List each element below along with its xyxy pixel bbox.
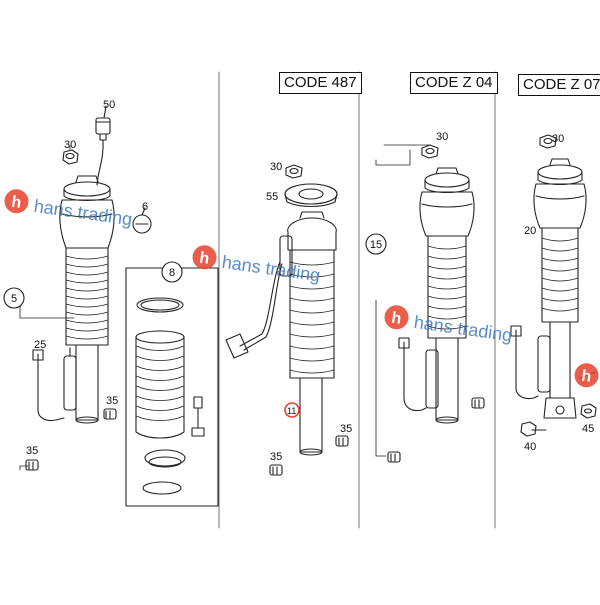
- callout-35-left-b: 35: [26, 445, 38, 457]
- sensor-connector-50: [95, 105, 111, 186]
- plug-35-code487-a: [335, 435, 349, 447]
- code-label-z04: CODE Z 04: [410, 72, 498, 94]
- plug-35-z04-b: [387, 451, 401, 463]
- strut-assembly-code-z07: [510, 134, 597, 437]
- callout-5: 5: [11, 293, 17, 305]
- callout-20: 20: [524, 225, 536, 237]
- sleeve-ribs-left: [65, 255, 109, 340]
- callout-30-z07: 30: [552, 133, 564, 145]
- callout-35-code487-a: 35: [340, 423, 352, 435]
- callout-35-code487-b: 35: [270, 451, 282, 463]
- callout-8: 8: [169, 267, 175, 279]
- callout-55: 55: [266, 191, 278, 203]
- watermark-logo-2: h: [198, 250, 210, 268]
- strut-assembly-code-487: [225, 164, 349, 476]
- callout-40: 40: [524, 441, 536, 453]
- callout-50: 50: [103, 99, 115, 111]
- callout-25: 25: [34, 339, 46, 351]
- callout-45: 45: [582, 423, 594, 435]
- highlight-ring-11: [284, 402, 300, 418]
- callout-30-z04: 30: [436, 131, 448, 143]
- callout-15: 15: [370, 239, 382, 251]
- code-label-487: CODE 487: [279, 72, 362, 94]
- callout-30-code487: 30: [270, 161, 282, 173]
- nut-30-left: [62, 149, 79, 165]
- watermark-4: h: [574, 363, 599, 388]
- strut-assembly-left: [11, 105, 219, 507]
- bolt-40: [520, 421, 547, 437]
- watermark-text-2: hans trading: [221, 252, 322, 286]
- circled-callouts: 5 8 15: [3, 233, 387, 309]
- watermark-3: h hans trading: [384, 305, 514, 345]
- watermark-logo-4: h: [580, 368, 592, 386]
- plug-35-left-b: [25, 459, 39, 471]
- repair-kit-8: [125, 267, 219, 507]
- callout-6: 6: [142, 201, 148, 213]
- watermark-1: h hans trading: [4, 189, 134, 229]
- callouts: 50 30 6 25 35 35 30 55 11 35 35 30 30 20…: [26, 99, 594, 463]
- callout-35-left-a: 35: [106, 395, 118, 407]
- watermark-logo-3: h: [390, 310, 402, 328]
- callout-30-left: 30: [64, 139, 76, 151]
- panel-dividers: [218, 71, 496, 529]
- plug-35-z04-a: [471, 397, 485, 409]
- nut-45: [580, 403, 597, 419]
- code-label-z07: CODE Z 07: [518, 74, 600, 96]
- plug-35-left-a: [103, 408, 117, 420]
- strut-assembly-code-z04: [375, 144, 485, 463]
- callout-11: 11: [287, 406, 296, 416]
- plug-35-code487-b: [269, 464, 283, 476]
- watermark-logo-1: h: [10, 194, 22, 212]
- snap-ring-6: [132, 207, 152, 234]
